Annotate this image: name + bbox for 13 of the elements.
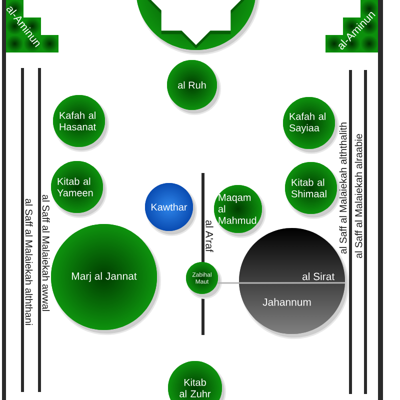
circle-node: Marj al Jannat (51, 224, 161, 335)
circle-node: Kafah al Sayiaa (283, 97, 339, 154)
circle-node: al Ruh (167, 60, 221, 115)
circle-node: Kawthar (145, 183, 197, 236)
circle-node: Kitab al Yameen (51, 161, 107, 218)
edge-label: al Sirat (302, 272, 335, 280)
bar-label: al A'raf (206, 220, 214, 252)
bar-label: al Saff al Malaiekah awwal (42, 194, 50, 311)
bar-label: al Saff al Malaiekah alraabie (354, 134, 362, 258)
circle-node: Maqam al Mahmud (214, 185, 266, 238)
bar-label: al Saff al Malaiekah alththani (25, 198, 33, 325)
bridge-line (217, 282, 346, 284)
circle-node: Kafah al Hasanat (53, 95, 109, 152)
